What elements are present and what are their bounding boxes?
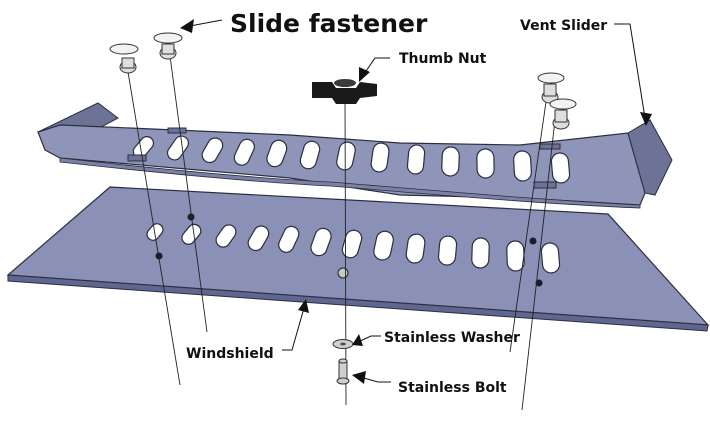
label-thumb-nut: Thumb Nut — [399, 51, 487, 67]
slide-fastener — [537, 72, 565, 104]
windshield-slots — [146, 223, 561, 274]
vent-slider-panel — [37, 102, 673, 209]
leaders — [180, 19, 652, 384]
label-windshield: Windshield — [186, 346, 274, 362]
slider-rail — [539, 143, 561, 150]
thumb-nut — [312, 79, 377, 104]
stainless-bolt — [336, 358, 350, 385]
windshield-hole — [529, 237, 537, 245]
label-stainless-bolt: Stainless Bolt — [398, 380, 507, 396]
slider-rail — [533, 181, 557, 189]
stainless-washer — [332, 339, 354, 349]
label-stainless-washer: Stainless Washer — [384, 330, 520, 346]
slider-rail — [167, 127, 187, 134]
slide-fastener — [153, 32, 183, 60]
slide-fastener — [549, 98, 577, 130]
windshield-hole — [187, 213, 195, 221]
slider-rail — [127, 154, 147, 162]
windshield-center-nut — [337, 267, 349, 279]
windshield-panel — [6, 186, 710, 332]
label-vent-slider: Vent Slider — [520, 18, 607, 34]
vent-slider-slots — [132, 135, 571, 184]
assembly-axes — [127, 55, 556, 411]
label-slide-fastener: Slide fastener — [230, 9, 428, 38]
slide-fastener — [109, 43, 139, 74]
windshield-hole — [535, 279, 543, 287]
